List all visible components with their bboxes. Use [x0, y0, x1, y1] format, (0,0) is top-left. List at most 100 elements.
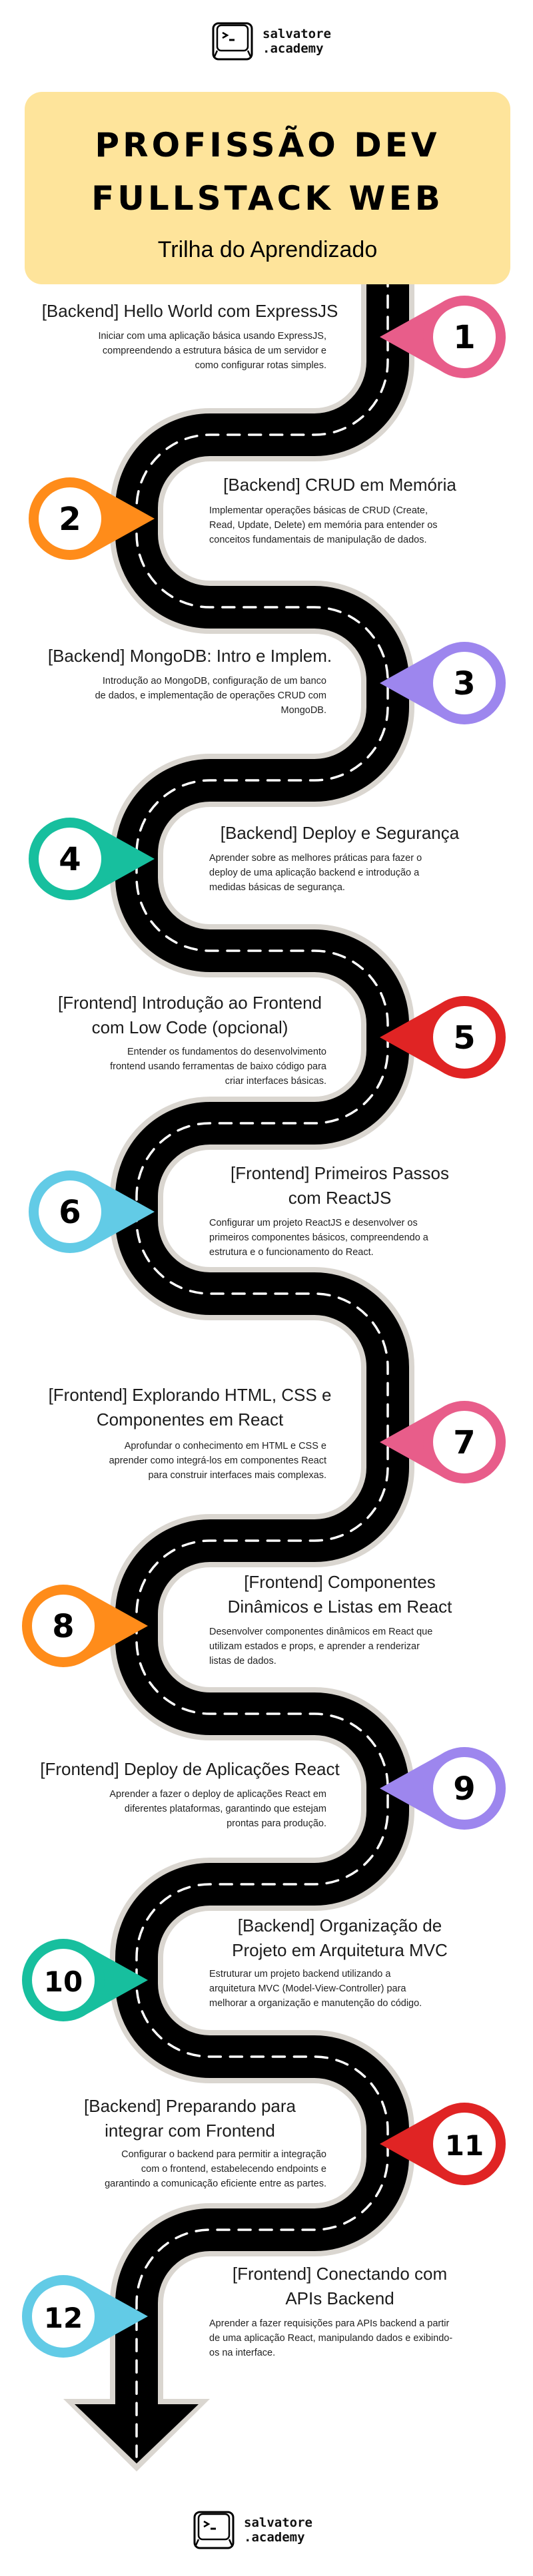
pin-inner: [433, 1411, 496, 1473]
road-center-dashes: [135, 252, 389, 2458]
step-title: com ReactJS: [288, 1188, 392, 1208]
step-description: Estruturar um projeto backend utilizando…: [200, 1967, 486, 2011]
step-description-line: os na interface.: [209, 2348, 276, 2358]
step-marker-5: 5: [380, 996, 506, 1079]
step-number: 9: [453, 1770, 475, 1808]
step-number: 10: [44, 1965, 83, 1998]
step-description-line: melhorar a organização e manutenção do c…: [209, 1998, 422, 2009]
step-description-line: diferentes plataformas, garantindo que e…: [124, 1804, 326, 1814]
step-number: 7: [453, 1424, 475, 1461]
step-description-line: conceitos fundamentais de manipulação de…: [209, 535, 427, 545]
brand-name: salvatore .academy: [263, 27, 331, 56]
step-description: Desenvolver componentes dinâmicos em Rea…: [200, 1625, 486, 1669]
step-description-line: frontend usando ferramentas de baixo cód…: [110, 1061, 326, 1072]
step-description-line: Aprender sobre as melhores práticas para…: [209, 853, 422, 864]
step-title: [Backend] Preparando para: [84, 2096, 296, 2116]
step-title: APIs Backend: [285, 2288, 394, 2308]
step-title: [Frontend] Introdução ao Frontend: [57, 993, 322, 1013]
step-title: Dinâmicos e Listas em React: [227, 1597, 452, 1617]
step-description-line: listas de dados.: [209, 1656, 276, 1667]
step-title: [Backend] Deploy e Segurança: [220, 823, 460, 843]
brand-name: salvatore .academy: [244, 2515, 312, 2545]
brand-line1: salvatore: [244, 2515, 312, 2530]
step-description-line: deploy de uma aplicação backend e introd…: [209, 868, 420, 878]
pin-inner: [32, 1595, 95, 1657]
step-description-line: de uma aplicação React, manipulando dado…: [209, 2333, 453, 2344]
step-title: [Backend] MongoDB: Intro e Implem.: [47, 646, 332, 666]
step-description-line: utilizam estados e props, e aprender a r…: [209, 1641, 420, 1652]
step-description: Implementar operações básicas de CRUD (C…: [200, 503, 486, 547]
step-description-line: Implementar operações básicas de CRUD (C…: [209, 505, 428, 516]
step-description-line: medidas básicas de segurança.: [209, 882, 345, 893]
title-line-1: PROFISSÃO DEV: [95, 126, 440, 164]
step-description: Entender os fundamentos do desenvolvimen…: [13, 1045, 366, 1089]
step-description-line: MongoDB.: [280, 705, 326, 716]
step-title: [Backend] Organização de: [237, 1916, 442, 1935]
step-description: Configurar o backend para permitir a int…: [13, 2147, 366, 2191]
step-description-line: estrutura e o funcionamento do React.: [209, 1247, 374, 1258]
step-description-line: Iniciar com uma aplicação básica usando …: [98, 331, 326, 342]
step-description-line: Entender os fundamentos do desenvolvimen…: [127, 1047, 326, 1057]
step-5: [Frontend] Introdução ao Frontend com Low…: [13, 991, 366, 1089]
pin-inner: [39, 1180, 101, 1243]
step-marker-12: 12: [22, 2275, 148, 2358]
step-marker-11: 11: [380, 2103, 506, 2185]
step-title: [Frontend] Conectando com: [232, 2264, 448, 2284]
brand-line2: .academy: [263, 41, 324, 56]
pin-inner: [433, 1757, 496, 1820]
step-description: Iniciar com uma aplicação básica usando …: [13, 329, 366, 373]
step-marker-6: 6: [29, 1170, 155, 1253]
step-title: com Low Code (opcional): [91, 1017, 288, 1037]
step-description: Introdução ao MongoDB, configuração de u…: [13, 674, 366, 718]
brand-logo-bottom: salvatore .academy: [193, 2511, 312, 2549]
step-description-line: Desenvolver componentes dinâmicos em Rea…: [209, 1627, 433, 1637]
brand-line2: .academy: [244, 2530, 305, 2545]
step-description-line: Aprender a fazer requisições para APIs b…: [209, 2318, 450, 2329]
step-number: 6: [59, 1194, 81, 1231]
subtitle: Trilha do Aprendizado: [157, 237, 378, 262]
step-description: Aprender a fazer o deploy de aplicações …: [13, 1787, 366, 1831]
terminal-keycap-icon: [212, 22, 253, 61]
step-description: Aprofundar o conhecimento em HTML e CSS …: [13, 1439, 366, 1483]
step-marker-3: 3: [380, 642, 506, 724]
step-title: integrar com Frontend: [105, 2121, 275, 2141]
step-number: 12: [44, 2302, 83, 2334]
step-description-line: prontas para produção.: [227, 1818, 326, 1829]
pin-inner: [433, 1006, 496, 1069]
step-description-line: Configurar o backend para permitir a int…: [121, 2149, 326, 2160]
brand-line1: salvatore: [263, 27, 331, 41]
pin-inner: [433, 306, 496, 368]
step-number: 4: [59, 841, 81, 878]
step-description: Aprender sobre as melhores práticas para…: [200, 851, 486, 895]
step-title: [Frontend] Explorando HTML, CSS e: [48, 1385, 332, 1405]
step-description-line: Read, Update, Delete) em memória para en…: [209, 520, 438, 531]
pin-inner: [32, 2285, 95, 2348]
step-11: [Backend] Preparando para integrar com Fr…: [13, 2094, 366, 2191]
brand-logo-top: salvatore .academy: [212, 22, 331, 61]
step-marker-10: 10: [22, 1939, 148, 2021]
terminal-keycap-icon: [193, 2511, 235, 2549]
pin-inner: [433, 652, 496, 714]
step-marker-2: 2: [29, 477, 155, 560]
step-description-line: compreendendo a estrutura básica de um s…: [102, 346, 326, 356]
step-description-line: aprender como integrá-los em componentes…: [109, 1455, 326, 1466]
step-marker-7: 7: [380, 1401, 506, 1483]
step-number: 8: [52, 1608, 74, 1645]
step-description-line: arquitetura MVC (Model-View-Controller) …: [209, 1983, 406, 1994]
step-number: 3: [453, 665, 475, 702]
step-description: Aprender a fazer requisições para APIs b…: [200, 2316, 486, 2360]
step-marker-1: 1: [380, 296, 506, 378]
step-number: 2: [59, 501, 81, 538]
step-description-line: Configurar um projeto ReactJS e desenvol…: [209, 1218, 418, 1228]
pin-inner: [39, 828, 101, 890]
step-number: 5: [453, 1019, 475, 1057]
step-description-line: primeiros componentes básicos, compreend…: [209, 1232, 428, 1243]
step-marker-9: 9: [380, 1747, 506, 1830]
